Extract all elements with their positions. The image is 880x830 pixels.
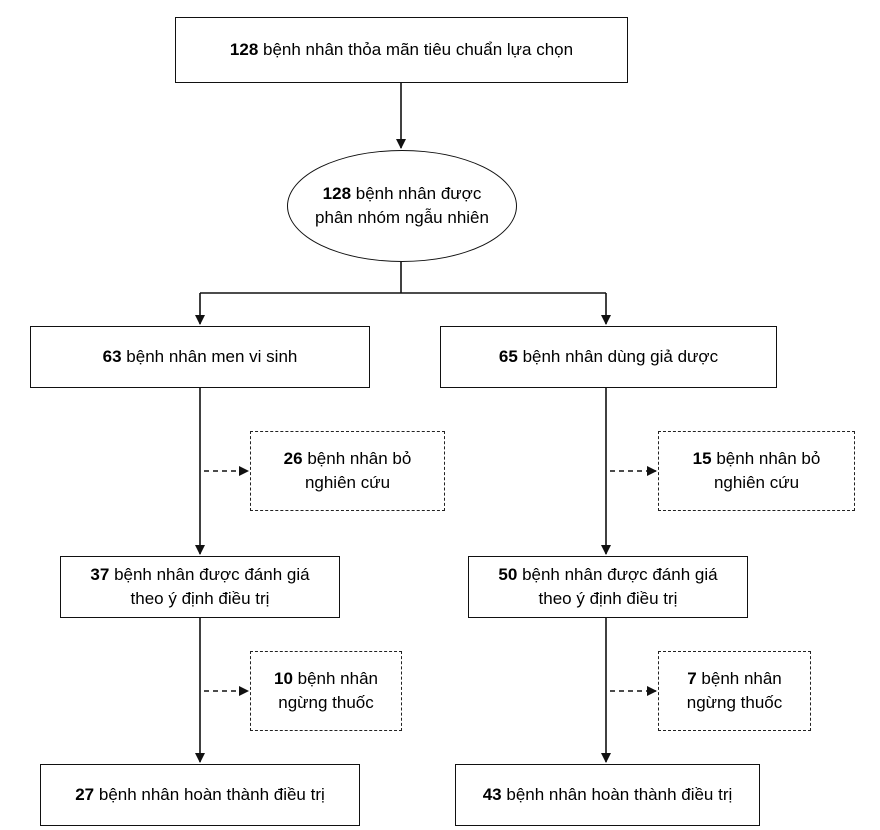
probiotic-completed-count: 27 [75, 785, 95, 804]
probiotic-dropout-box: 26 bệnh nhân bỏ nghiên cứu [250, 431, 445, 511]
probiotic-itt-count: 37 [90, 565, 110, 584]
eligible-text: bệnh nhân thỏa mãn tiêu chuẩn lựa chọn [263, 40, 574, 59]
probiotic-group-box: 63 bệnh nhân men vi sinh [30, 326, 370, 388]
probiotic-itt-box: 37 bệnh nhân được đánh giá theo ý định đ… [60, 556, 340, 618]
placebo-dropout-count: 15 [692, 449, 712, 468]
randomized-line2: phân nhóm ngẫu nhiên [315, 208, 489, 227]
probiotic-itt-line1: bệnh nhân được đánh giá [114, 565, 310, 584]
placebo-itt-line2: theo ý định điều trị [538, 589, 678, 608]
placebo-group-box: 65 bệnh nhân dùng giả dược [440, 326, 777, 388]
placebo-stopped-line2: ngừng thuốc [686, 693, 783, 712]
probiotic-stopped-line2: ngừng thuốc [278, 693, 374, 712]
placebo-itt-count: 50 [498, 565, 518, 584]
randomized-line1: bệnh nhân được [355, 184, 482, 203]
probiotic-completed-box: 27 bệnh nhân hoàn thành điều trị [40, 764, 360, 826]
placebo-group-text: bệnh nhân dùng giả dược [522, 347, 719, 366]
placebo-stopped-line1: bệnh nhân [701, 669, 782, 688]
eligible-count: 128 [229, 40, 259, 59]
placebo-itt-line1: bệnh nhân được đánh giá [522, 565, 718, 584]
placebo-dropout-box: 15 bệnh nhân bỏ nghiên cứu [658, 431, 855, 511]
placebo-dropout-line1: bệnh nhân bỏ [716, 449, 821, 468]
probiotic-completed-text: bệnh nhân hoàn thành điều trị [98, 785, 325, 804]
placebo-completed-box: 43 bệnh nhân hoàn thành điều trị [455, 764, 760, 826]
probiotic-dropout-line1: bệnh nhân bỏ [307, 449, 412, 468]
probiotic-itt-line2: theo ý định điều trị [130, 589, 270, 608]
placebo-stopped-count: 7 [687, 669, 697, 688]
placebo-itt-box: 50 bệnh nhân được đánh giá theo ý định đ… [468, 556, 748, 618]
placebo-group-count: 65 [498, 347, 518, 366]
probiotic-group-count: 63 [102, 347, 122, 366]
probiotic-dropout-line2: nghiên cứu [304, 473, 391, 492]
randomized-ellipse: 128 bệnh nhân được phân nhóm ngẫu nhiên [287, 150, 517, 262]
probiotic-group-text: bệnh nhân men vi sinh [126, 347, 298, 366]
probiotic-stopped-line1: bệnh nhân [297, 669, 379, 688]
probiotic-stopped-count: 10 [273, 669, 293, 688]
probiotic-dropout-count: 26 [283, 449, 303, 468]
placebo-completed-text: bệnh nhân hoàn thành điều trị [506, 785, 733, 804]
randomized-count: 128 [322, 184, 352, 203]
placebo-dropout-line2: nghiên cứu [713, 473, 800, 492]
probiotic-stopped-box: 10 bệnh nhân ngừng thuốc [250, 651, 402, 731]
placebo-stopped-box: 7 bệnh nhân ngừng thuốc [658, 651, 811, 731]
eligible-box: 128 bệnh nhân thỏa mãn tiêu chuẩn lựa ch… [175, 17, 628, 83]
placebo-completed-count: 43 [482, 785, 502, 804]
